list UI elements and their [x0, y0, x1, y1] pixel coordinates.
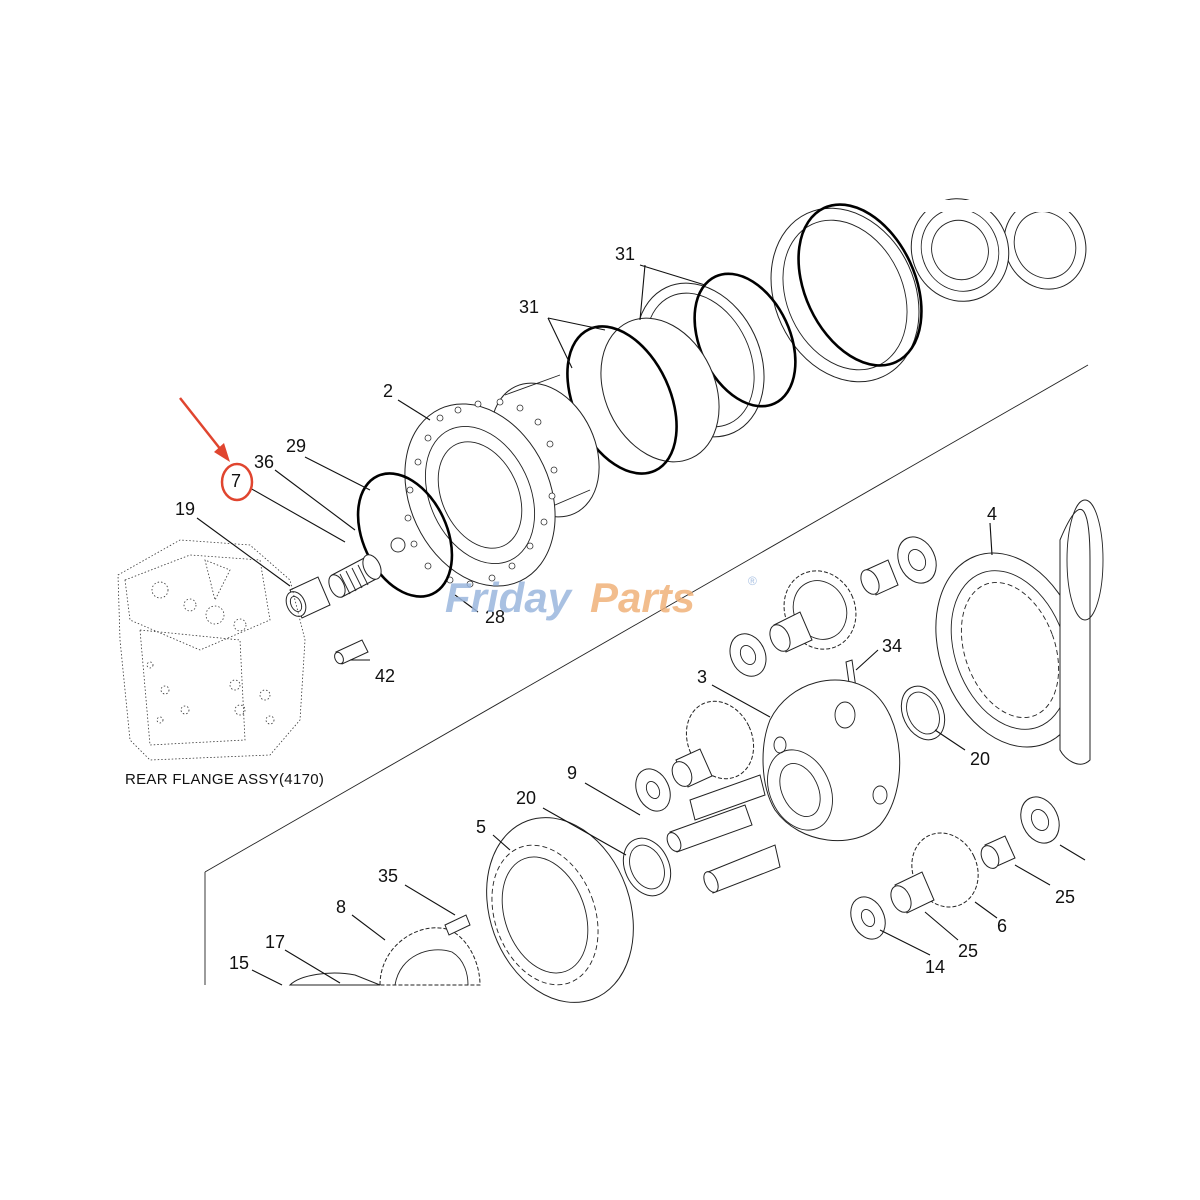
o-ring-29 [356, 472, 454, 598]
washer-9 [635, 768, 671, 812]
label-31-lower: 31 [519, 297, 539, 317]
planetary-carrier-3 [762, 679, 901, 842]
hub-housing [404, 374, 600, 588]
seal-ring-31-lower [566, 317, 720, 475]
rear-flange-caption: REAR FLANGE ASSY(4170) [125, 771, 324, 788]
watermark-registered-mark: ® [748, 574, 757, 588]
label-25-left: 25 [958, 941, 978, 961]
needle-roller [860, 559, 899, 596]
planet-gear-mid [671, 700, 755, 788]
label-42: 42 [375, 666, 395, 686]
sun-gear-8 [379, 927, 481, 986]
label-2: 2 [383, 381, 393, 401]
washer-14 [850, 896, 886, 940]
label-7: 7 [231, 471, 241, 491]
needle-bearing-19 [285, 576, 331, 619]
watermark-text-parts: Parts [590, 574, 695, 621]
thrust-washer [897, 536, 937, 584]
watermark-text-friday: Friday [445, 574, 574, 621]
ring-gear-5 [486, 817, 634, 1003]
label-15: 15 [229, 953, 249, 973]
thrust-ring-20-right [900, 685, 946, 741]
part-labels: 31 31 2 29 7 36 19 28 42 4 34 3 20 9 20 … [175, 244, 1075, 977]
needle-roller-25-right [980, 835, 1016, 869]
label-20-right: 20 [970, 749, 990, 769]
rear-flange-assembly [117, 539, 306, 761]
highlight-arrow-head [214, 443, 230, 462]
shaft-17 [288, 972, 381, 986]
bolt-35 [444, 914, 471, 936]
frame-lines [204, 364, 1089, 985]
label-4: 4 [987, 504, 997, 524]
label-19: 19 [175, 499, 195, 519]
label-9: 9 [567, 763, 577, 783]
label-20-left: 20 [516, 788, 536, 808]
pins-9 [666, 774, 781, 894]
label-28: 28 [485, 607, 505, 627]
ring-gear-4 [935, 499, 1104, 765]
label-34: 34 [882, 636, 902, 656]
highlight-circle [220, 462, 254, 502]
label-3: 3 [697, 667, 707, 687]
label-14: 14 [925, 957, 945, 977]
washer-upper-right [1020, 796, 1060, 844]
leader-lines [196, 264, 1086, 986]
label-36: 36 [254, 452, 274, 472]
label-6: 6 [997, 916, 1007, 936]
planet-gear-6 [890, 832, 979, 914]
label-8: 8 [336, 897, 346, 917]
watermark-logo: Friday Parts ® [445, 574, 757, 621]
highlight-arrow-line [179, 397, 226, 456]
label-5: 5 [476, 817, 486, 837]
seal-ring-31-upper [770, 203, 923, 383]
label-31-upper: 31 [615, 244, 635, 264]
thrust-washer-left [729, 633, 767, 677]
planet-gear-upper [769, 570, 857, 653]
highlight-marker [179, 397, 254, 502]
label-35: 35 [378, 866, 398, 886]
thrust-ring-20-left [622, 837, 672, 897]
bearing-cluster-top [900, 198, 1090, 302]
drive-shaft [328, 554, 382, 598]
label-25-right: 25 [1055, 887, 1075, 907]
label-29: 29 [286, 436, 306, 456]
label-17: 17 [265, 932, 285, 952]
pin-42 [334, 639, 369, 665]
